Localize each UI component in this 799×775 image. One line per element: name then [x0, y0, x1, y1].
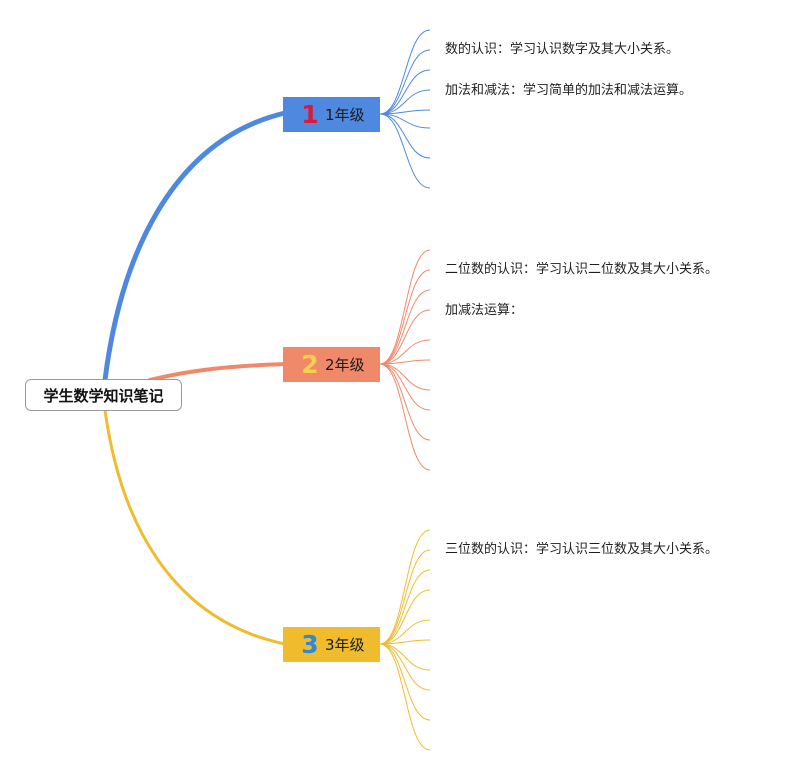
- grade-2-label: 2年级: [325, 356, 365, 374]
- fan-lines-grade-1: [379, 29, 431, 189]
- branch-grade-2: [148, 362, 287, 382]
- grade-1-node[interactable]: 1 1年级: [283, 97, 380, 132]
- grade-1-note-number-recognition[interactable]: 数的认识：学习认识数字及其大小关系。: [445, 42, 680, 57]
- number-1-icon: 1: [301, 100, 319, 129]
- grade-2-note-two-digit[interactable]: 二位数的认识：学习认识二位数及其大小关系。: [445, 262, 719, 277]
- grade-1-label: 1年级: [325, 106, 365, 124]
- grade-3-node[interactable]: 3 3年级: [283, 627, 380, 662]
- fan-lines-grade-2: [379, 249, 431, 471]
- grade-2-note-add-subtract-ops[interactable]: 加减法运算：: [445, 303, 524, 318]
- grade-2-node[interactable]: 2 2年级: [283, 347, 380, 382]
- fan-lines-grade-3: [379, 529, 431, 751]
- branch-grade-3: [103, 408, 287, 646]
- branch-grade-1: [102, 110, 288, 383]
- number-2-icon: 2: [301, 350, 319, 379]
- grade-3-label: 3年级: [325, 636, 365, 654]
- number-3-icon: 3: [301, 630, 319, 659]
- root-topic[interactable]: 学生数学知识笔记: [25, 379, 182, 411]
- grade-3-note-three-digit[interactable]: 三位数的认识：学习认识三位数及其大小关系。: [445, 542, 719, 557]
- grade-1-note-add-subtract[interactable]: 加法和减法：学习简单的加法和减法运算。: [445, 83, 693, 98]
